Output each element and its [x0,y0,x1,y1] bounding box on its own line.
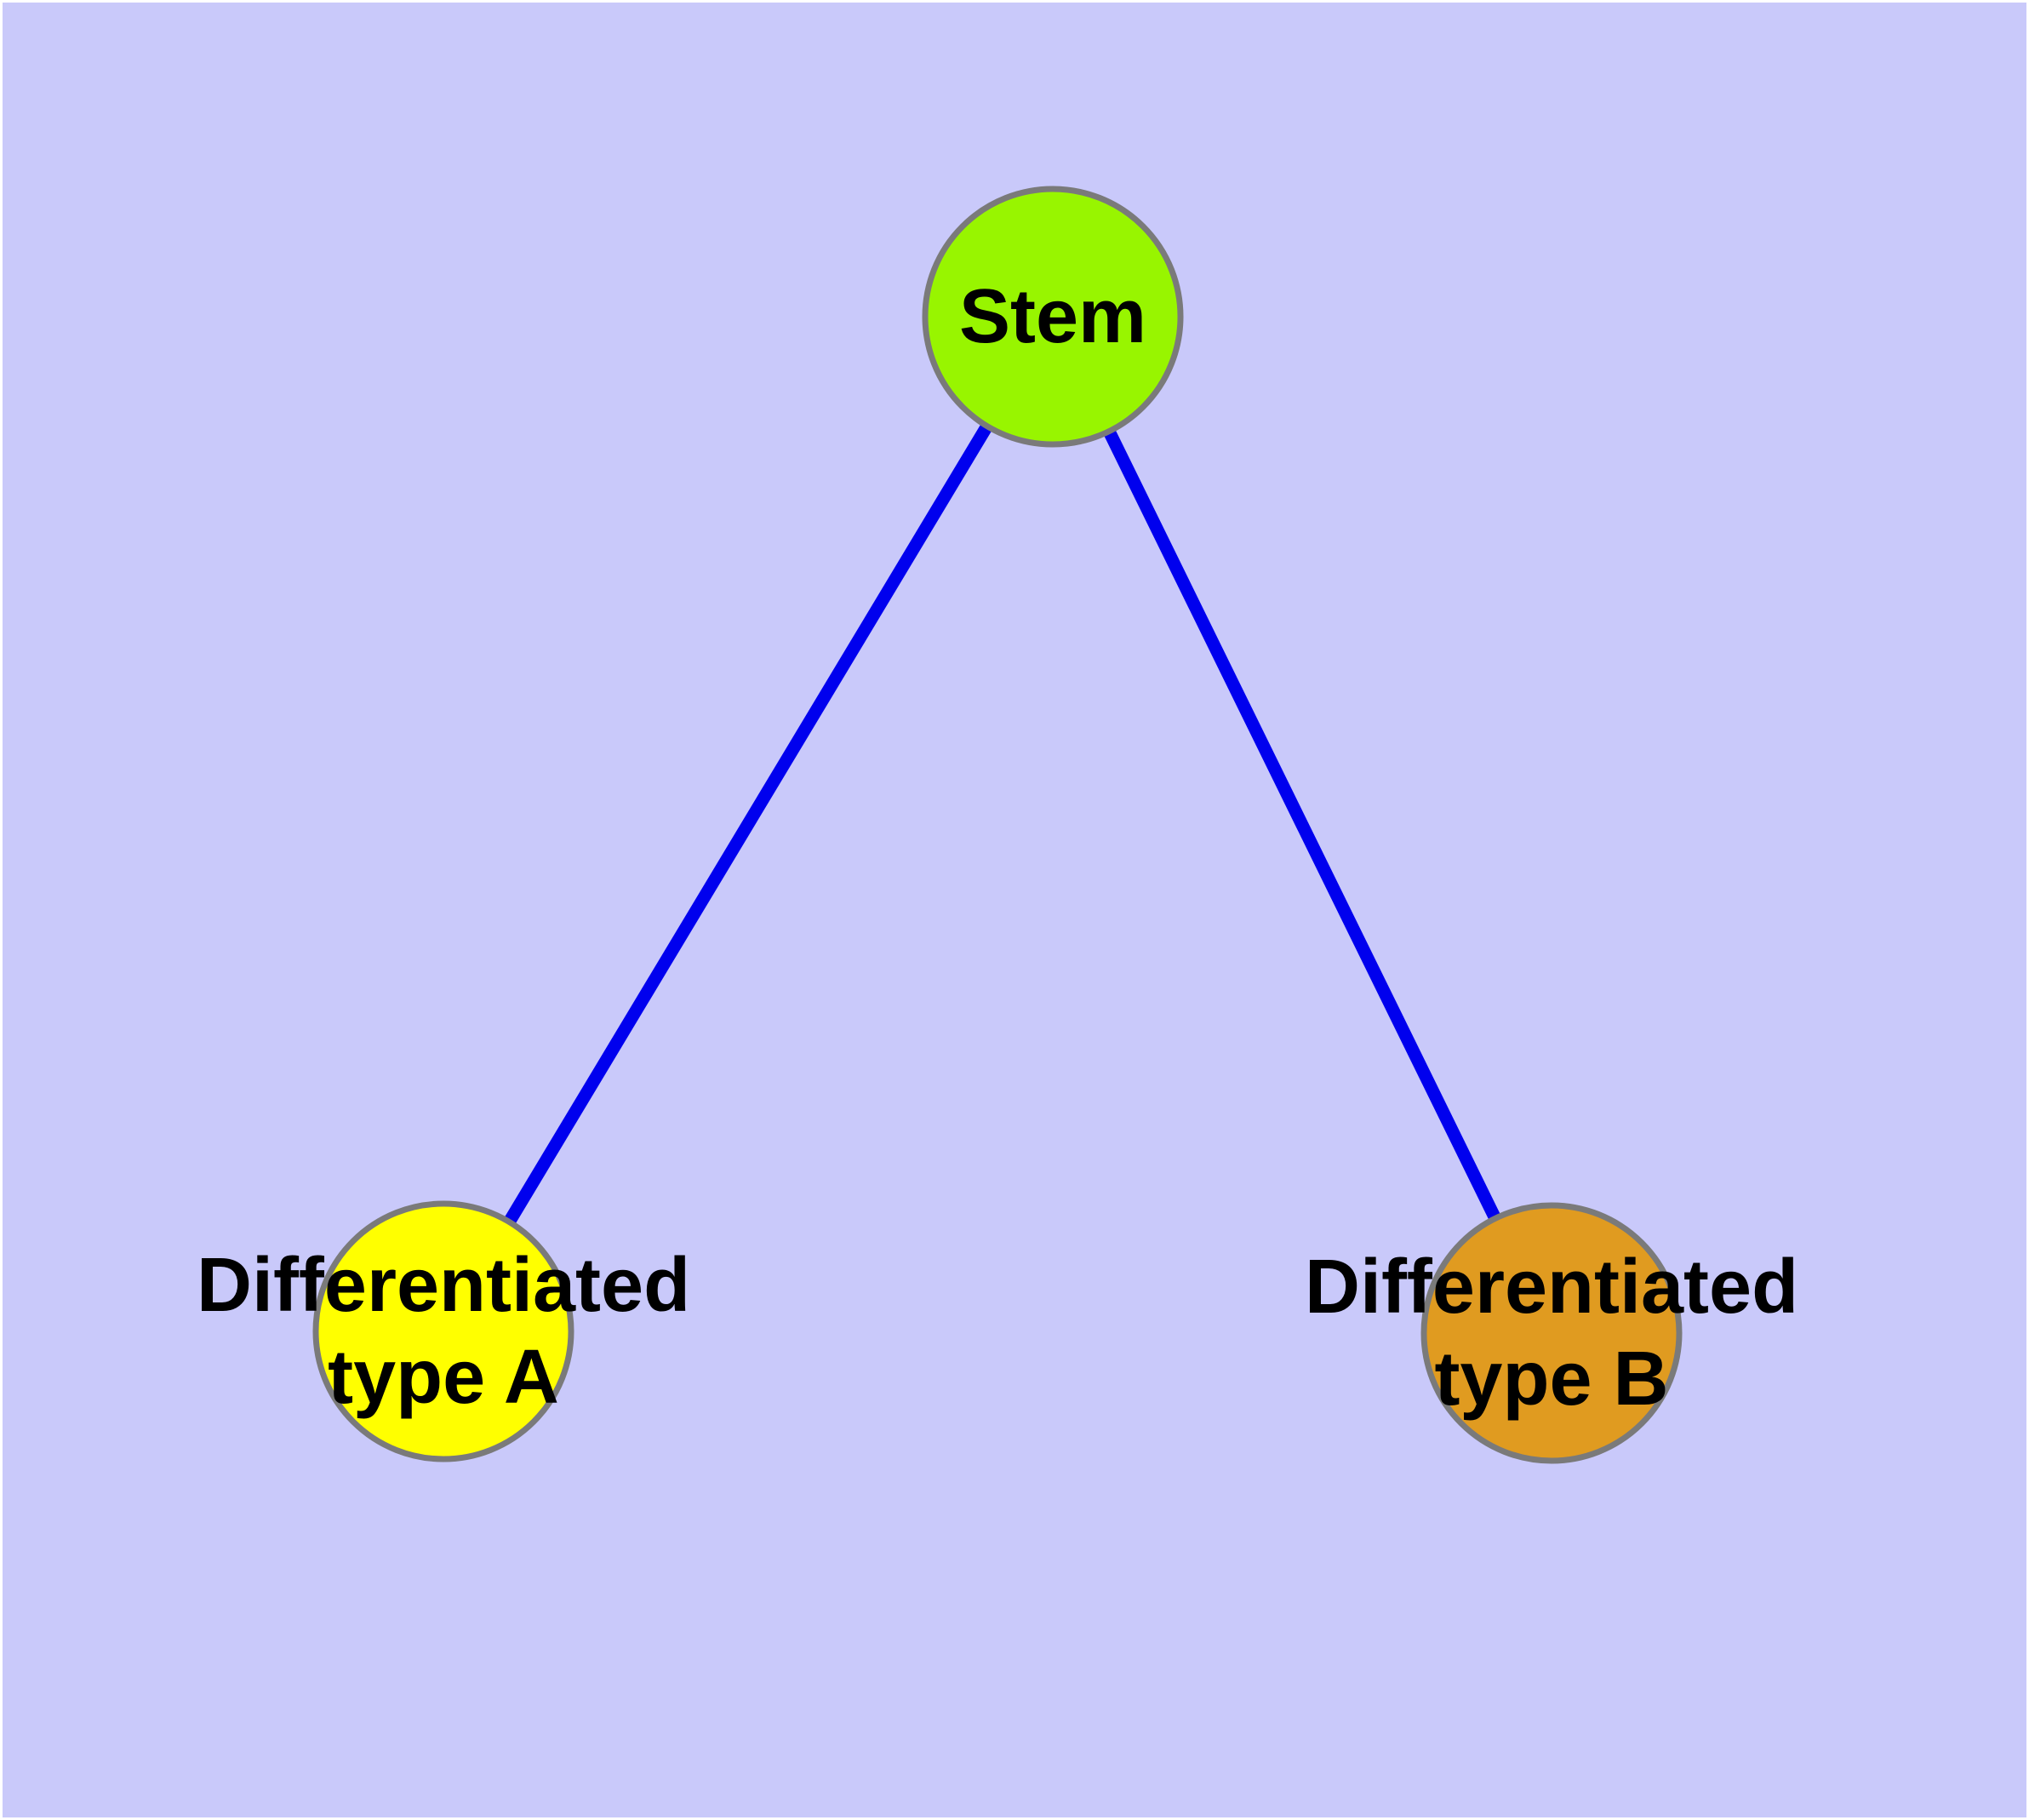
node-type-b-circle [1420,1202,1683,1464]
edge-stem-to-type-b [1047,313,1557,1336]
edge-stem-to-type-a [437,313,1059,1335]
node-stem-circle [922,186,1184,448]
node-type-a-circle [312,1200,574,1462]
